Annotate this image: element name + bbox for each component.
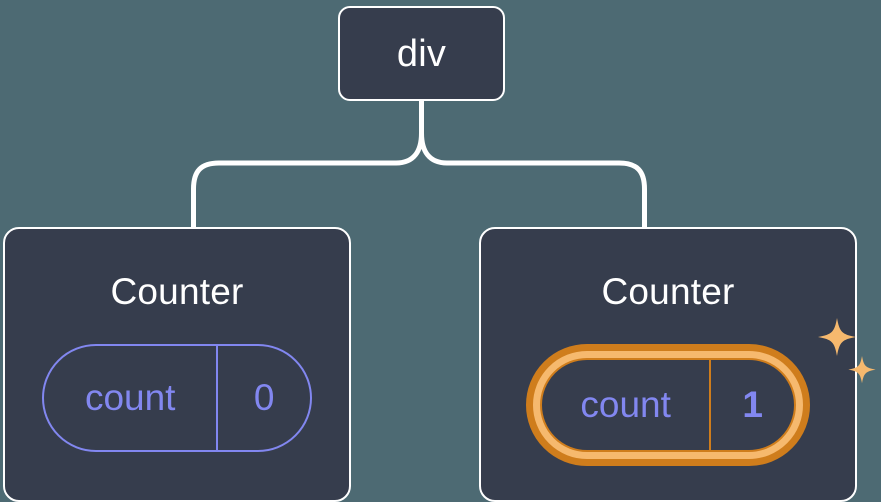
state-pill-right-wrap: count 1 (526, 318, 876, 466)
node-div[interactable]: div (338, 6, 505, 101)
state-pill-right-key-cell: count (542, 360, 709, 450)
state-pill-right-highlight-ring: count 1 (526, 344, 810, 466)
state-pill-left-wrap: count 0 (42, 344, 312, 452)
node-counter-left[interactable]: Counter count 0 (3, 227, 351, 502)
node-counter-right[interactable]: Counter count 1 (479, 227, 876, 502)
state-pill-left-key-cell: count (44, 346, 216, 450)
state-pill-right[interactable]: count 1 (540, 358, 796, 452)
sparkle-small-icon (848, 356, 876, 384)
sparkle-icon (818, 318, 876, 384)
state-pill-left-value-cell: 0 (216, 346, 310, 450)
state-value-label: 1 (742, 384, 763, 425)
state-value-label: 0 (253, 377, 275, 418)
connector-to-left-child (191, 130, 424, 230)
node-counter-left-label: Counter (110, 271, 244, 312)
sparkle-large-icon (818, 318, 856, 356)
state-key-label: count (84, 377, 176, 418)
node-counter-right-label: Counter (601, 271, 735, 312)
node-div-label: div (396, 32, 447, 75)
state-pill-right-value-cell: 1 (709, 360, 794, 450)
connector-to-right-child (419, 130, 647, 230)
state-key-label: count (580, 384, 671, 425)
state-pill-left[interactable]: count 0 (42, 344, 312, 452)
